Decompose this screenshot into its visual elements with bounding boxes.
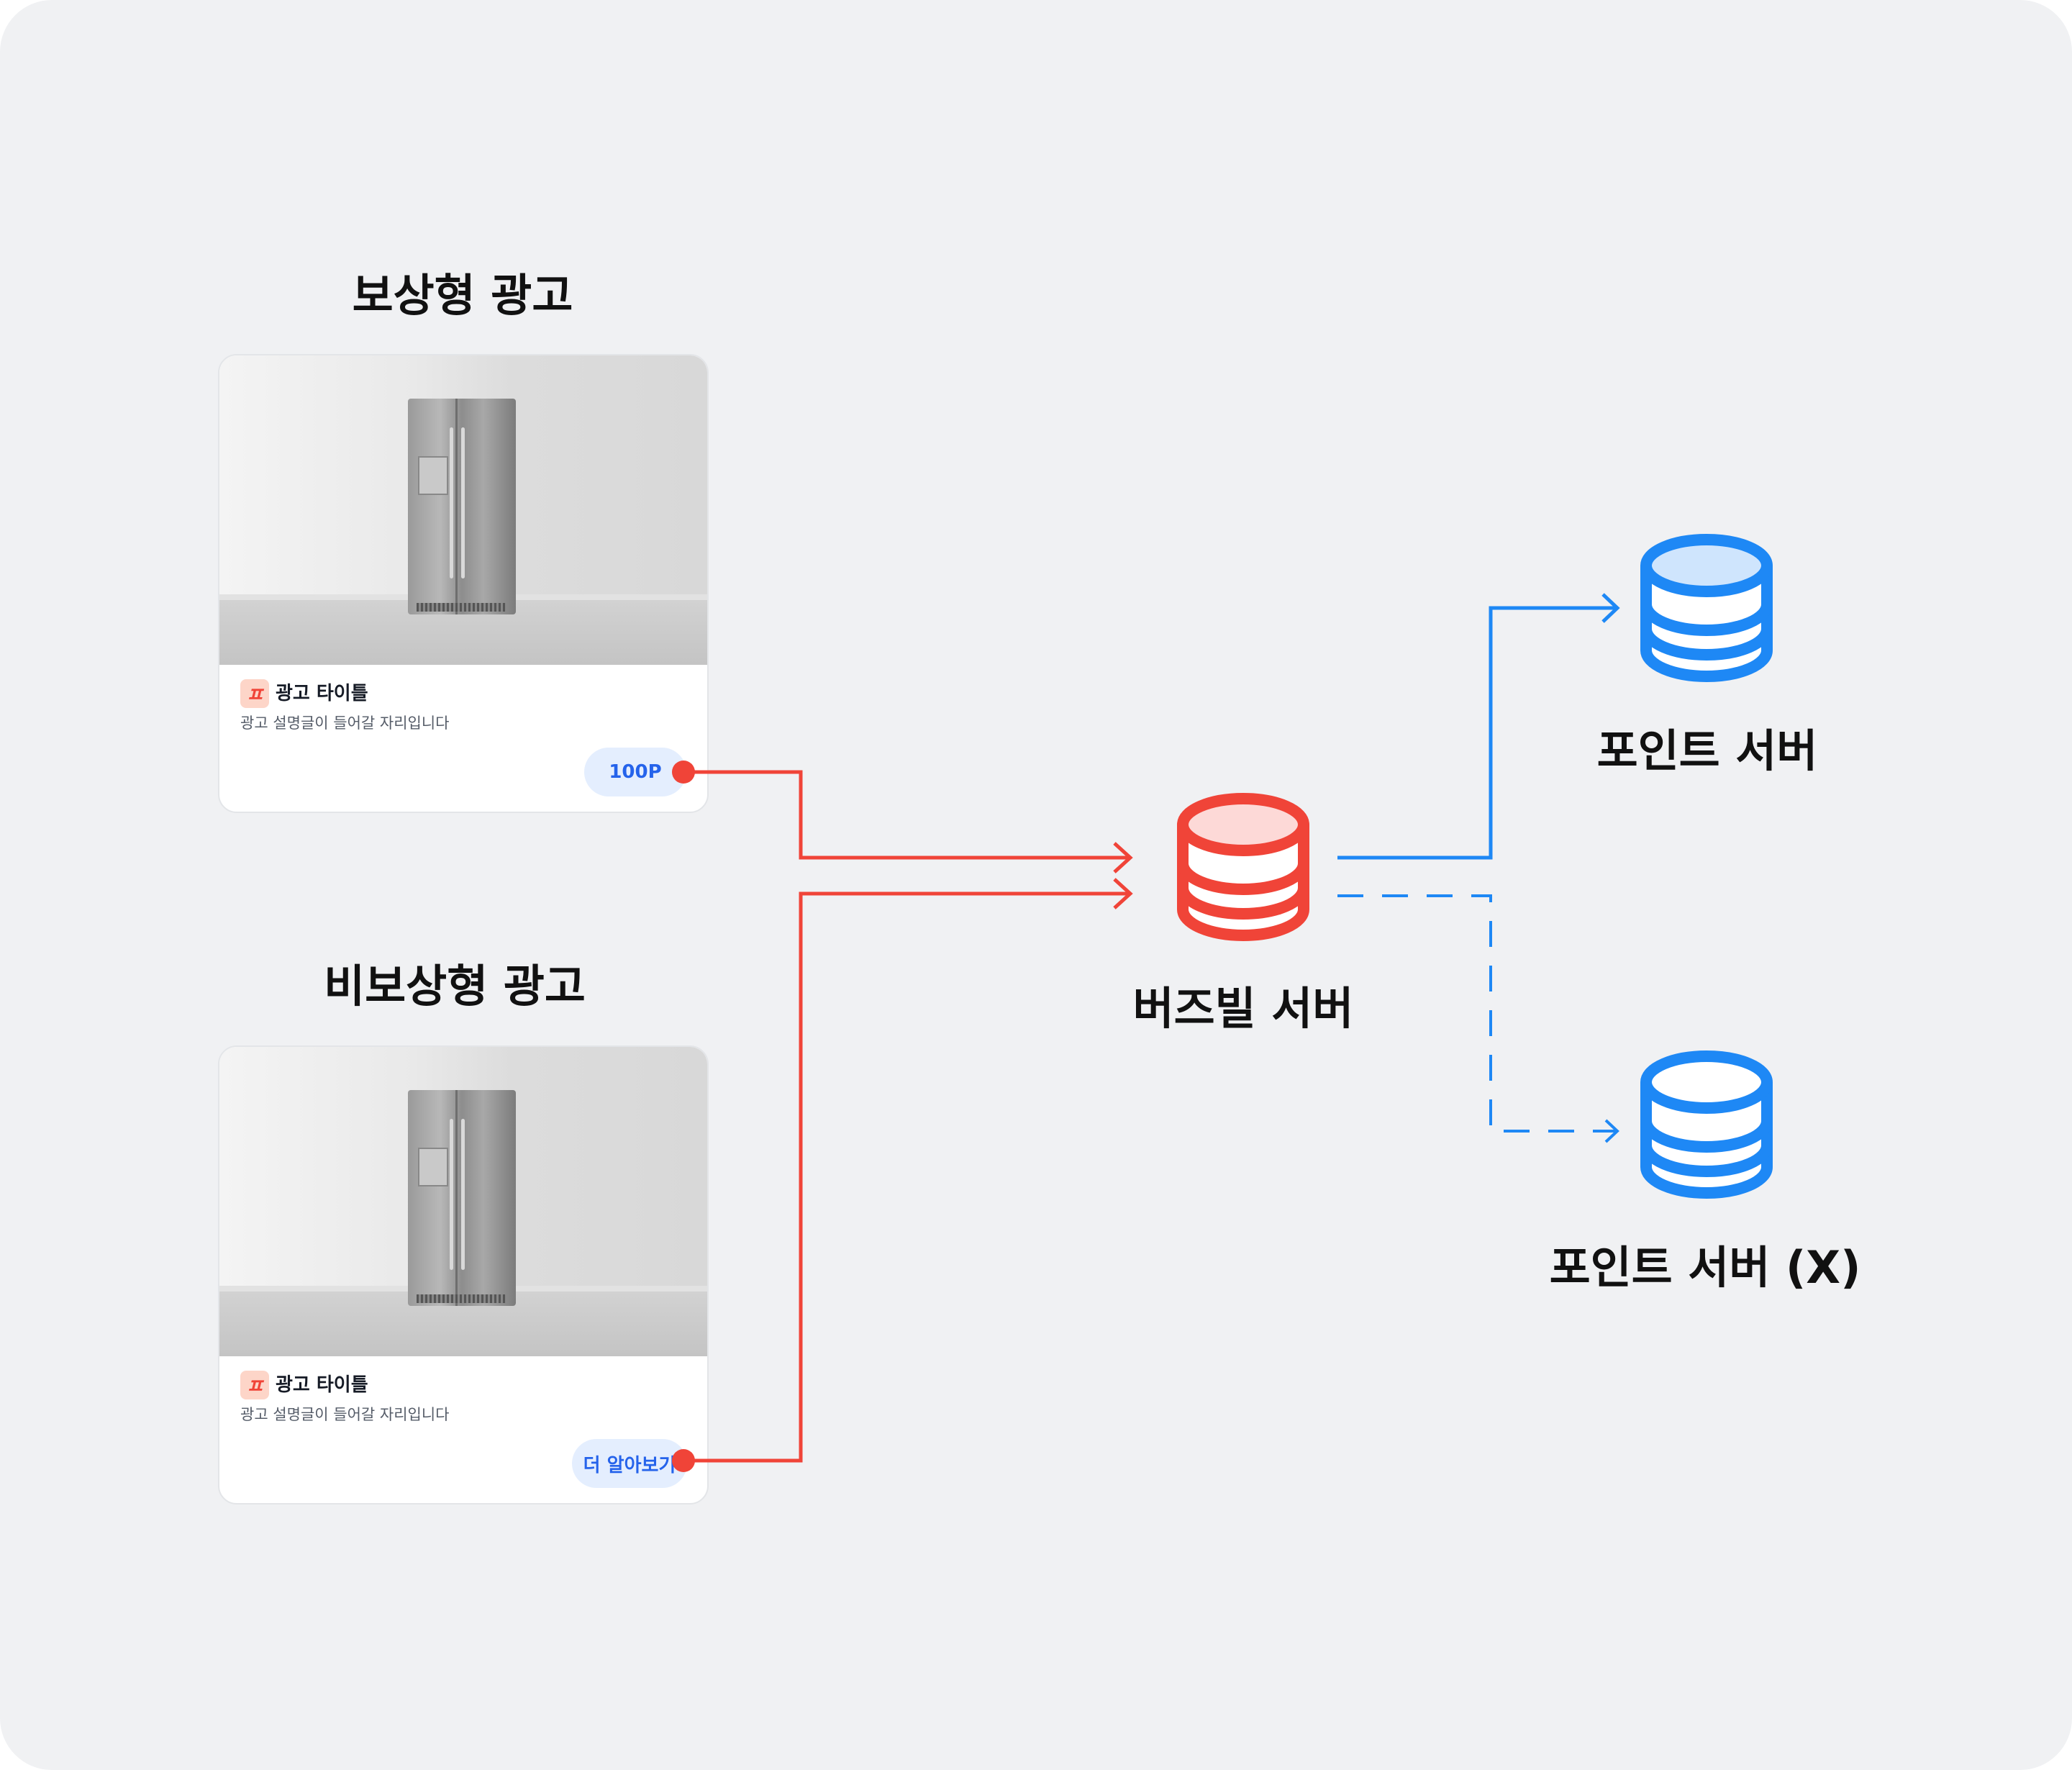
arrowhead-icon bbox=[1113, 878, 1133, 909]
nonreward-ad-heading: 비보상형 광고 bbox=[324, 960, 586, 1012]
reward-ad-heading: 보상형 광고 bbox=[352, 269, 573, 322]
refrigerator-image bbox=[219, 355, 707, 665]
ad-title: 광고 타이틀 bbox=[276, 1374, 368, 1396]
ad-title: 광고 타이틀 bbox=[276, 683, 368, 704]
point-server-x-dashed-line bbox=[1337, 894, 1617, 1133]
ad-logo-icon: ㅍ bbox=[240, 679, 269, 708]
arrowhead-icon bbox=[1604, 1119, 1619, 1143]
arrowhead-icon bbox=[1601, 593, 1620, 623]
reward-ad-card[interactable]: ㅍ 광고 타이틀 광고 설명글이 들어갈 자리입니다 100P bbox=[218, 354, 709, 813]
connector-dot bbox=[672, 1449, 695, 1472]
connector-dot bbox=[672, 761, 695, 784]
ad-description: 광고 설명글이 들어갈 자리입니다 bbox=[240, 1406, 450, 1423]
nonreward-ad-card[interactable]: ㅍ 광고 타이틀 광고 설명글이 들어갈 자리입니다 더 알아보기 bbox=[218, 1045, 709, 1504]
buzzvil-server-database-icon bbox=[1177, 793, 1309, 935]
point-server-database-icon bbox=[1640, 534, 1773, 676]
point-server-x-label: 포인트 서버 (X) bbox=[1549, 1241, 1861, 1294]
reward-connector-line bbox=[683, 770, 1130, 860]
learn-more-button[interactable]: 더 알아보기 bbox=[572, 1439, 687, 1488]
point-server-label: 포인트 서버 bbox=[1596, 725, 1818, 777]
ad-description: 광고 설명글이 들어갈 자리입니다 bbox=[240, 714, 450, 732]
nonreward-connector-line bbox=[683, 891, 1130, 1463]
buzzvil-server-label: 버즈빌 서버 bbox=[1132, 982, 1354, 1035]
reward-points-button[interactable]: 100P bbox=[584, 748, 686, 796]
arrowhead-icon bbox=[1113, 842, 1133, 873]
ad-logo-icon: ㅍ bbox=[240, 1371, 269, 1399]
point-server-connector-line bbox=[1337, 606, 1617, 860]
point-server-x-database-icon bbox=[1640, 1050, 1773, 1193]
refrigerator-image bbox=[219, 1047, 707, 1356]
